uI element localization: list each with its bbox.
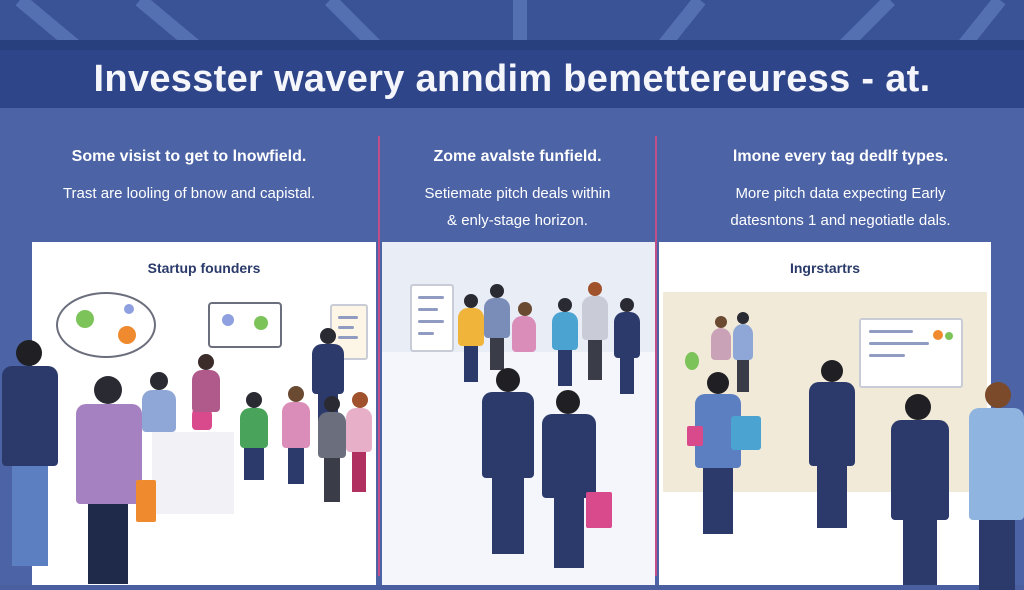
ceiling-banner: Invesster wavery anndim bemettereuress -…	[0, 0, 1024, 108]
column-body-line: & enly-stage horizon.	[447, 212, 588, 229]
scene-label: Startup founders	[147, 260, 261, 276]
bag-icon	[136, 480, 156, 522]
column-heading: Some visist to get to lnowfield.	[71, 148, 307, 165]
idea-dot	[124, 304, 134, 314]
column-divider-2	[655, 136, 657, 576]
idea-dot	[76, 310, 94, 328]
chart-dot	[254, 316, 268, 330]
pitch-board	[410, 284, 454, 352]
scene-pitch	[382, 242, 655, 585]
bag-icon	[586, 492, 612, 528]
scene-negotiation: Ingrstartrs	[659, 242, 991, 585]
title-bar: Invesster wavery anndim bemettereuress -…	[0, 50, 1024, 108]
data-board	[859, 318, 963, 388]
chart-dot	[222, 314, 234, 326]
column-body-line: Setiemate pitch deals within	[424, 185, 611, 202]
column-heading: lmone every tag dedlf types.	[732, 148, 949, 165]
page-title: Invesster wavery anndim bemettereuress -…	[93, 57, 931, 100]
column-body-line: Trast are looling of bnow and capistal.	[62, 185, 316, 202]
idea-dot	[118, 326, 136, 344]
plant-icon	[685, 352, 699, 370]
scene-label: Ingrstartrs	[789, 260, 861, 276]
column-heading: Zome avalste funfield.	[433, 148, 602, 165]
desk	[152, 432, 234, 514]
column-text: Some visist to get to lnowfield. Trast a…	[0, 148, 378, 207]
column-pitch: Zome avalste funfield. Setiemate pitch d…	[380, 108, 655, 585]
column-text: lmone every tag dedlf types. More pitch …	[657, 148, 1024, 234]
column-body-line: datesntons 1 and negotiatle dals.	[730, 212, 951, 229]
column-body-line: More pitch data expecting Early	[735, 185, 946, 202]
column-divider-1	[378, 136, 380, 576]
column-text: Zome avalste funfield. Setiemate pitch d…	[380, 148, 655, 234]
chart-bubble	[208, 302, 282, 348]
column-founders: Some visist to get to lnowfield. Trast a…	[0, 108, 378, 585]
idea-bubble	[56, 292, 156, 358]
chair	[731, 416, 761, 450]
bag-icon	[687, 426, 703, 446]
column-negotiation: lmone every tag dedlf types. More pitch …	[657, 108, 1024, 590]
